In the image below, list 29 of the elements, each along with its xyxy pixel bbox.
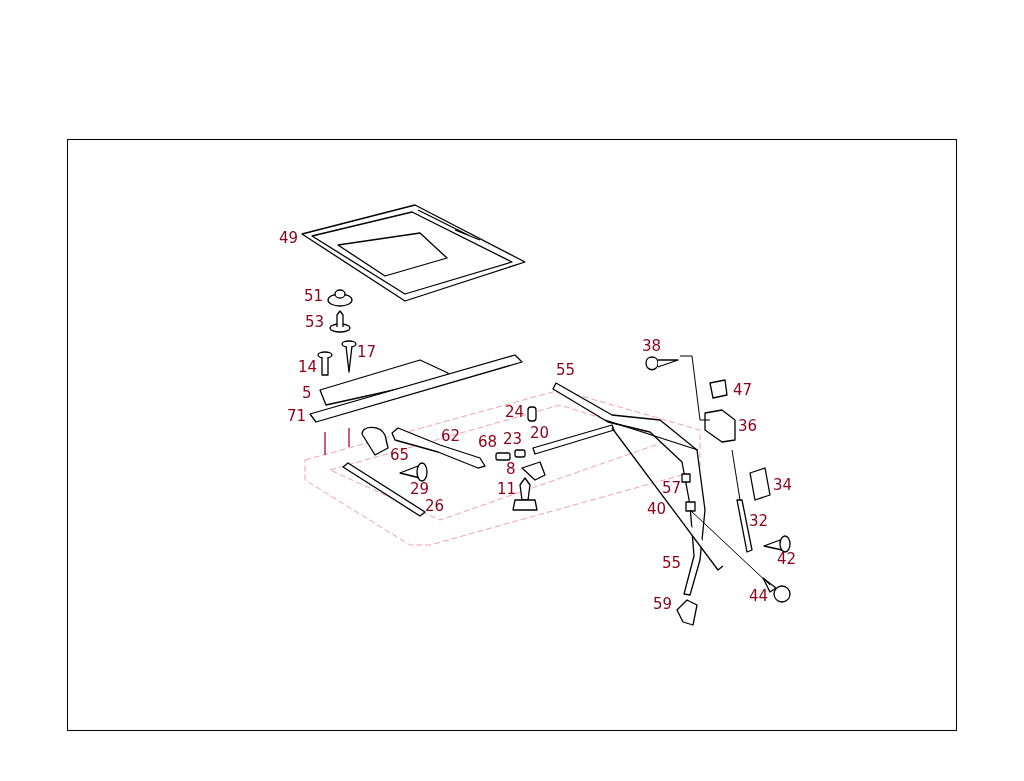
- callout-number: 65: [390, 448, 410, 463]
- callout-number: 57: [662, 481, 682, 496]
- callout-number: 8: [506, 462, 516, 477]
- callout-number: 49: [279, 231, 299, 246]
- callout-number: 24: [505, 405, 525, 420]
- callout-number: 38: [642, 339, 662, 354]
- callout-number: 71: [287, 409, 307, 424]
- callout-number: 26: [425, 499, 445, 514]
- callout-number: 11: [497, 482, 517, 497]
- callout-number: 62: [441, 429, 461, 444]
- callout-number: 23: [503, 432, 523, 447]
- callout-number: 20: [530, 426, 550, 441]
- callout-number: 47: [733, 383, 753, 398]
- callout-number: 44: [749, 589, 769, 604]
- callout-number: 14: [298, 360, 318, 375]
- callout-number: 17: [357, 345, 377, 360]
- callout-number: 5: [302, 386, 312, 401]
- callout-number: 68: [478, 435, 498, 450]
- callout-number: 42: [777, 552, 797, 567]
- callout-number: 40: [647, 502, 667, 517]
- callout-number: 55: [556, 363, 576, 378]
- callout-number: 55: [662, 556, 682, 571]
- callout-number: 53: [305, 315, 325, 330]
- callout-number: 29: [410, 482, 430, 497]
- callout-number: 59: [653, 597, 673, 612]
- callout-number: 36: [738, 419, 758, 434]
- callout-number: 32: [749, 514, 769, 529]
- callout-number: 34: [773, 478, 793, 493]
- callout-number: 51: [304, 289, 324, 304]
